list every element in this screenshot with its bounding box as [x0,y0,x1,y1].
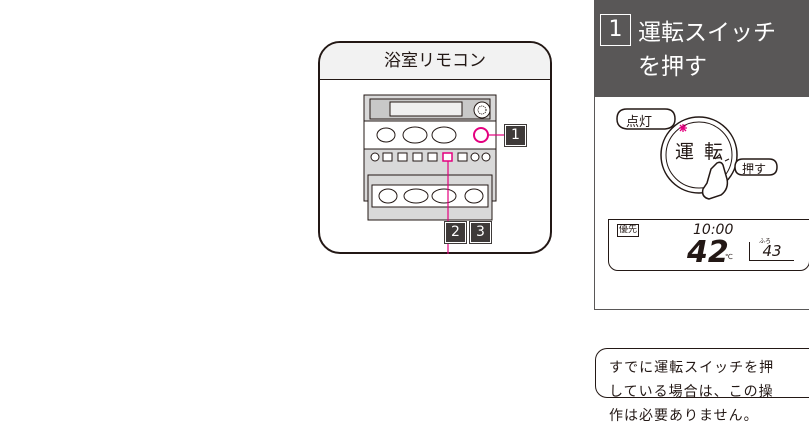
lamp-label: 点灯 [626,115,653,130]
note-bubble: すでに運転スイッチを押 している場合は、この操 作は必要ありません。 [595,348,809,424]
lcd-temp-unit: ℃ [725,253,733,261]
remote-card-title: 浴室リモコン [320,43,550,80]
note-text: すでに運転スイッチを押 している場合は、この操 作は必要ありません。 [609,356,809,428]
switch-illustration [616,108,778,200]
step-number: 1 [600,14,631,46]
callout-2: 2 [444,221,467,244]
step-panel: 1 運転スイッチ を押す 点灯 運 転 押す 優先 10:00 42 ℃ ふろ … [594,0,809,310]
note-line-1: すでに運転スイッチを押 [609,360,775,376]
lcd-display: 優先 10:00 42 ℃ ふろ 43 [608,219,809,271]
step-title-line1: 運転スイッチ [638,20,776,46]
remote-illustration [363,94,504,254]
callout-1: 1 [504,124,527,147]
lcd-temp: 42 [687,235,729,270]
lcd-time: 10:00 [693,222,734,238]
note-line-2: している場合は、この操 [609,384,774,400]
remote-card: 浴室リモコン 1 2 3 [318,41,552,254]
switch-label-1: 運 [675,141,695,163]
lcd-bath-temp: 43 [749,242,794,261]
push-label: 押す [742,162,767,176]
lcd-badge: 優先 [617,224,640,237]
step-title-line2: を押す [638,54,707,80]
callout-3: 3 [469,221,492,244]
step-header: 1 運転スイッチ を押す [595,1,809,97]
note-line-3: 作は必要ありません。 [609,408,759,424]
switch-label-2: 転 [704,141,724,163]
lcd-bath-label: ふろ [759,238,772,245]
